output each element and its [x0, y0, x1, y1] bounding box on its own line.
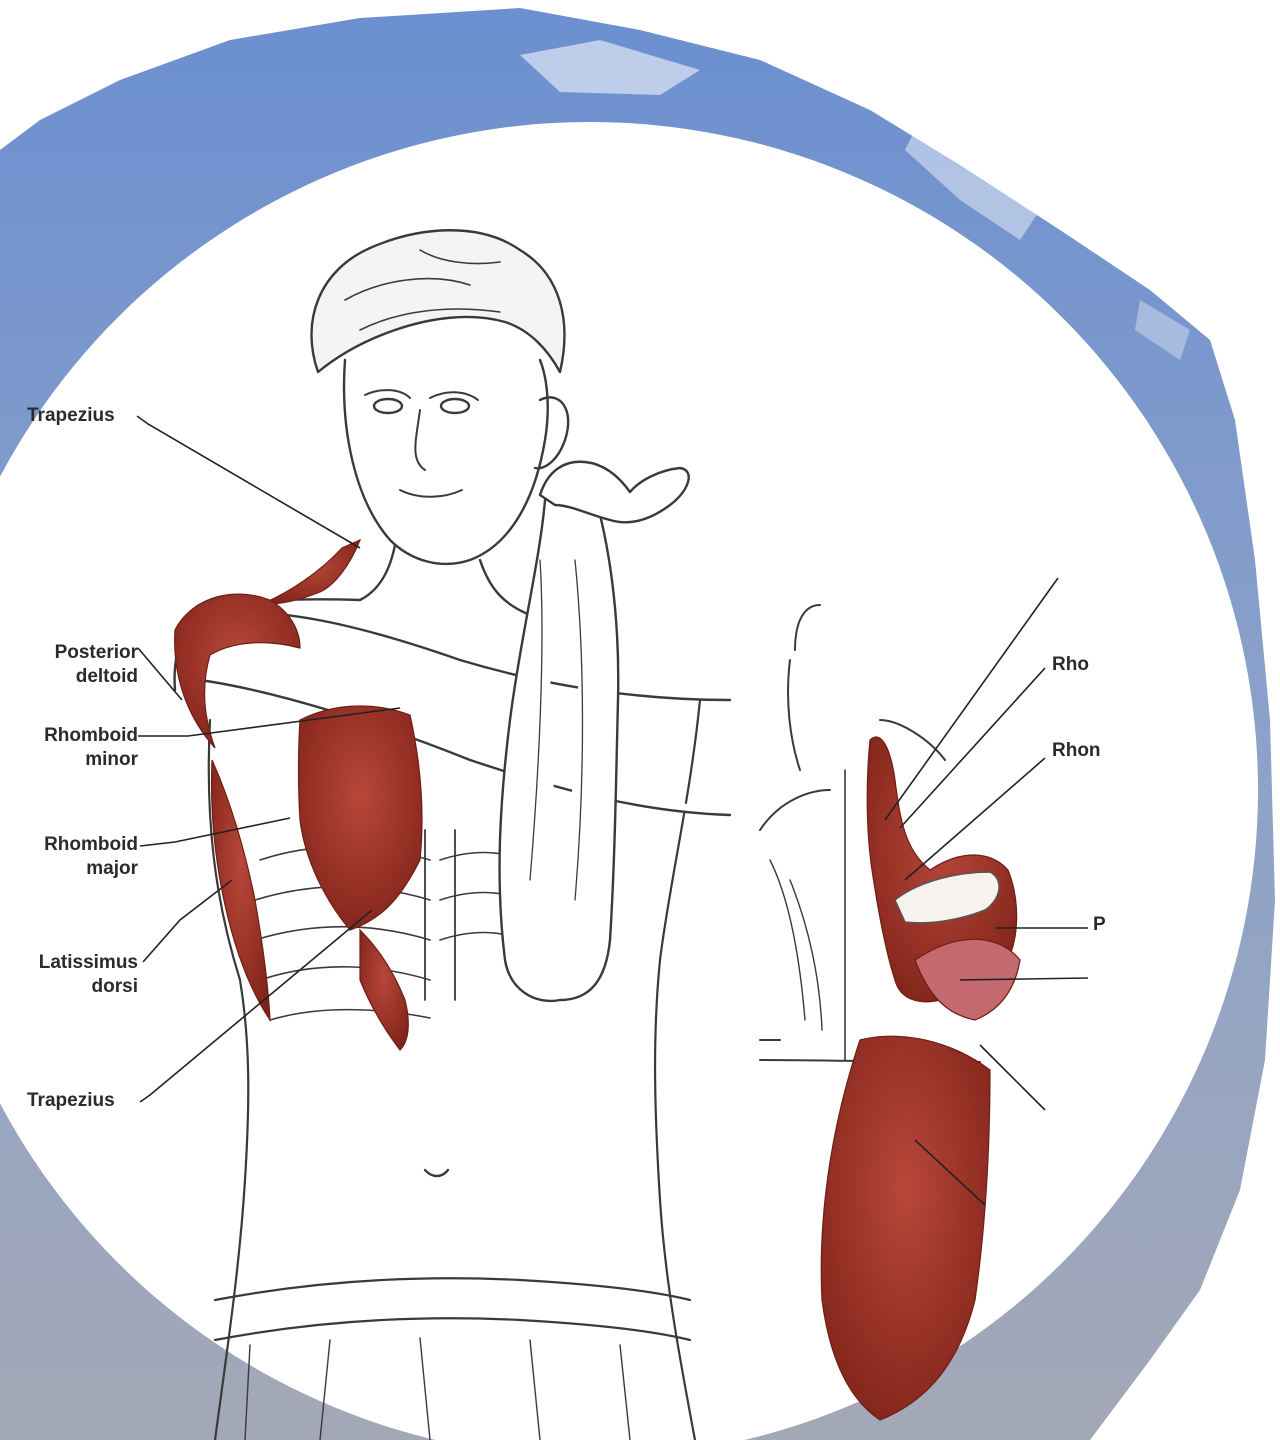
label-trapezius-upper: Trapezius: [27, 405, 115, 427]
label-rhomboid-minor-line2: minor: [18, 749, 138, 771]
label-rhomboid-major-line1: Rhomboid: [18, 834, 138, 856]
label-posterior-deltoid-line2: deltoid: [28, 666, 138, 688]
label-right-cut-1: Rho: [1052, 654, 1089, 676]
label-right-cut-3: P: [1093, 914, 1106, 936]
label-right-cut-2: Rhon: [1052, 740, 1101, 762]
label-rhomboid-minor-line1: Rhomboid: [18, 725, 138, 747]
label-rhomboid-major-line2: major: [18, 858, 138, 880]
label-trapezius-lower: Trapezius: [27, 1090, 115, 1112]
label-latissimus-line2: dorsi: [8, 976, 138, 998]
label-posterior-deltoid-line1: Posterior: [28, 642, 138, 664]
label-latissimus-line1: Latissimus: [8, 952, 138, 974]
